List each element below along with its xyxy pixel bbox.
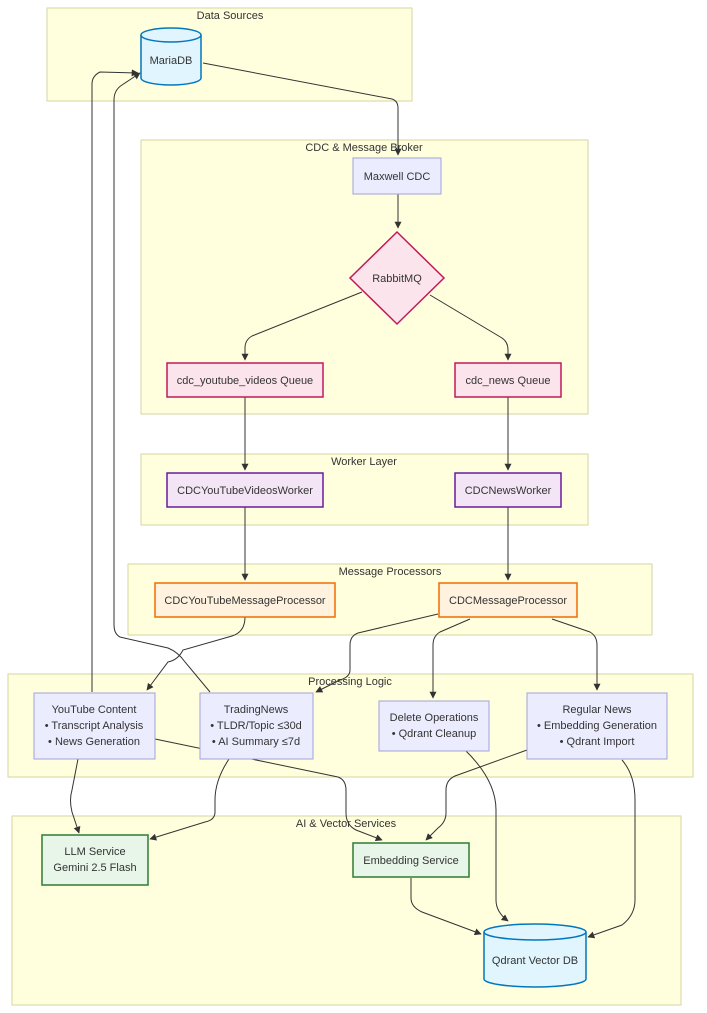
node-regular-news-line1: • Embedding Generation <box>537 720 657 732</box>
cluster-label-worker-layer: Worker Layer <box>331 456 397 468</box>
node-youtube-worker[interactable]: CDCYouTubeVideosWorker <box>166 472 324 508</box>
node-message-processor[interactable]: CDCMessageProcessor <box>438 582 578 618</box>
node-maxwell-label: Maxwell CDC <box>364 171 431 183</box>
node-qdrant-label: Qdrant Vector DB <box>492 955 578 967</box>
node-regular-news[interactable]: Regular News • Embedding Generation • Qd… <box>526 692 668 760</box>
edge-trading-news-mariadb <box>113 72 211 693</box>
node-mariadb[interactable]: MariaDB <box>140 27 202 86</box>
node-delete-operations-title: Delete Operations <box>390 712 479 724</box>
edge-youtube-content-mariadb <box>91 69 139 692</box>
cluster-data-sources: Data Sources <box>46 7 413 102</box>
edge-regular-news-qdrant <box>587 759 636 939</box>
cluster-label-ai-vector: AI & Vector Services <box>296 818 397 830</box>
node-trading-news-line1: • TLDR/Topic ≤30d <box>210 720 302 732</box>
node-maxwell-cdc[interactable]: Maxwell CDC <box>352 157 442 195</box>
edge-mariadb-maxwell <box>202 62 402 156</box>
edge-trading-news-llm <box>149 758 230 841</box>
node-regular-news-line2: • Qdrant Import <box>560 736 635 748</box>
node-embedding-service-label: Embedding Service <box>363 855 458 867</box>
node-rabbitmq-label: RabbitMQ <box>372 273 422 285</box>
edge-rabbitmq-yt-queue <box>241 291 363 361</box>
edge-embedding-qdrant <box>410 878 482 936</box>
cluster-label-processing-logic: Processing Logic <box>308 676 392 688</box>
node-delete-operations[interactable]: Delete Operations • Qdrant Cleanup <box>378 700 490 752</box>
node-trading-news-title: TradingNews <box>224 704 289 716</box>
node-delete-operations-line1: • Qdrant Cleanup <box>392 728 477 740</box>
edge-yt-processor-youtube-content <box>146 616 246 691</box>
edge-youtube-content-embedding <box>154 738 383 842</box>
edge-processor-regular-news <box>551 618 601 691</box>
edge-youtube-content-llm <box>70 758 81 834</box>
node-llm-service-title: LLM Service <box>64 846 125 858</box>
node-news-worker-label: CDCNewsWorker <box>465 485 552 497</box>
node-embedding-service[interactable]: Embedding Service <box>352 842 470 878</box>
cluster-label-message-processors: Message Processors <box>339 566 442 578</box>
cluster-label-data-sources: Data Sources <box>197 10 264 22</box>
node-message-processor-label: CDCMessageProcessor <box>449 595 567 607</box>
node-rabbitmq[interactable]: RabbitMQ <box>348 230 446 326</box>
edge-rabbitmq-news-queue <box>429 294 512 361</box>
node-mariadb-label: MariaDB <box>150 55 193 67</box>
node-trading-news-line2: • AI Summary ≤7d <box>212 736 300 748</box>
node-news-queue[interactable]: cdc_news Queue <box>454 362 562 398</box>
cluster-label-cdc-broker: CDC & Message Broker <box>305 142 423 154</box>
node-youtube-content-line2: • News Generation <box>48 736 140 748</box>
node-youtube-worker-label: CDCYouTubeVideosWorker <box>177 485 313 497</box>
node-youtube-content[interactable]: YouTube Content • Transcript Analysis • … <box>33 692 156 760</box>
node-youtube-processor[interactable]: CDCYouTubeMessageProcessor <box>154 582 336 618</box>
node-qdrant[interactable]: Qdrant Vector DB <box>483 923 587 988</box>
node-llm-service[interactable]: LLM Service Gemini 2.5 Flash <box>41 834 149 886</box>
edge-delete-ops-qdrant <box>464 749 509 922</box>
edge-processor-trading-news <box>315 613 439 693</box>
node-youtube-content-title: YouTube Content <box>52 704 137 716</box>
node-youtube-queue[interactable]: cdc_youtube_videos Queue <box>166 362 324 398</box>
node-youtube-processor-label: CDCYouTubeMessageProcessor <box>164 595 326 607</box>
node-news-queue-label: cdc_news Queue <box>466 375 551 387</box>
node-youtube-content-line1: • Transcript Analysis <box>45 720 144 732</box>
edge-processor-delete-ops <box>429 618 471 699</box>
node-youtube-queue-label: cdc_youtube_videos Queue <box>177 375 313 387</box>
edges <box>70 62 636 939</box>
edge-regular-news-embedding <box>425 749 528 841</box>
node-trading-news[interactable]: TradingNews • TLDR/Topic ≤30d • AI Summa… <box>199 692 314 760</box>
node-llm-service-line1: Gemini 2.5 Flash <box>53 862 136 874</box>
node-news-worker[interactable]: CDCNewsWorker <box>454 472 562 508</box>
node-regular-news-title: Regular News <box>562 704 632 716</box>
